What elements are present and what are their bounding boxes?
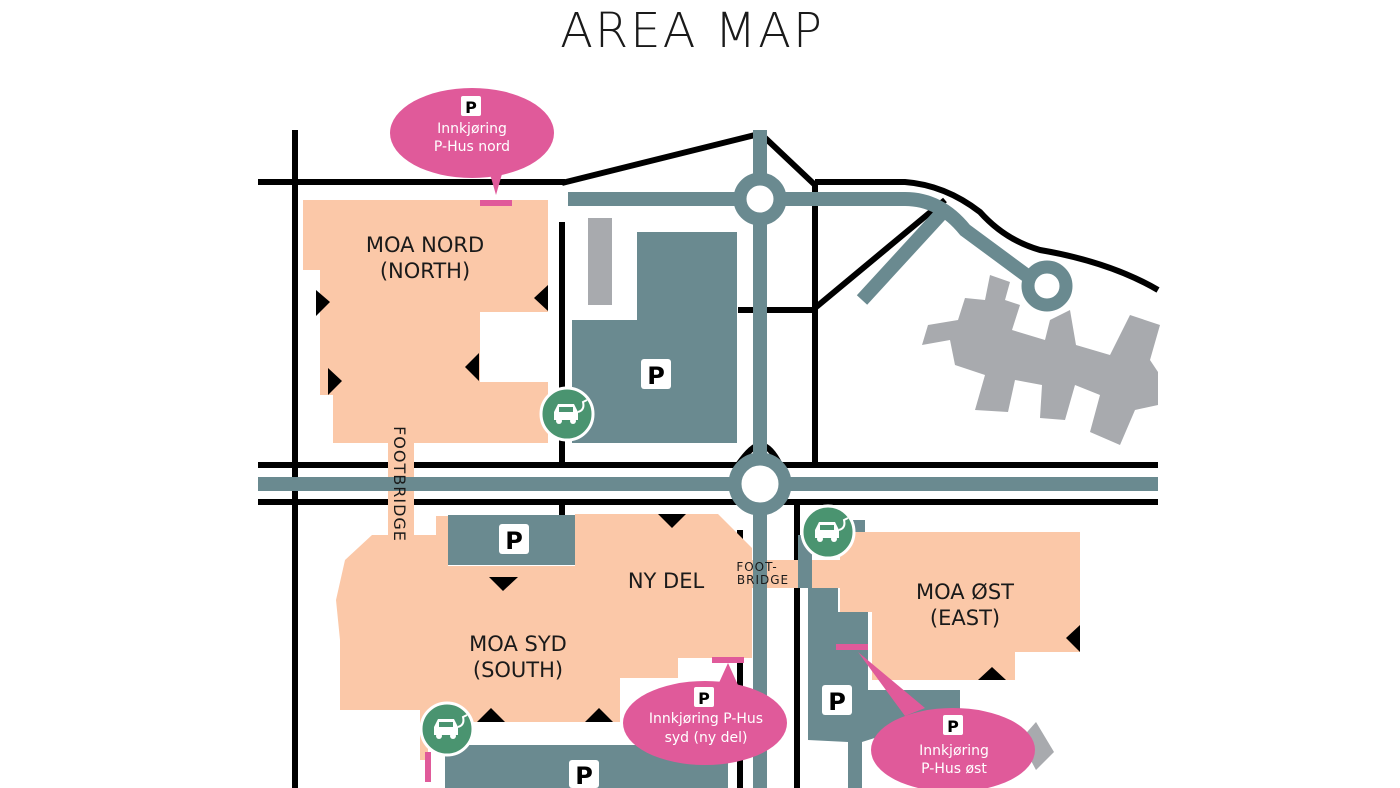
moa-syd-label: MOA SYD <box>469 632 567 656</box>
entry-marker-nord <box>480 200 512 206</box>
svg-text:P: P <box>465 98 477 117</box>
callout-syd-line1: Innkjøring P-Hus <box>649 711 763 727</box>
entry-marker-syd-lower <box>425 752 431 782</box>
building-moa-ost <box>840 532 1080 680</box>
callout-p-hus-nord[interactable]: P Innkjøring P-Hus nord <box>390 88 554 195</box>
svg-text:P: P <box>698 689 710 708</box>
roundabouts <box>728 172 1073 516</box>
svg-text:P: P <box>947 717 959 736</box>
parking-sign-icon[interactable]: P <box>499 524 529 555</box>
callout-nord-line1: Innkjøring <box>437 121 507 137</box>
moa-ost-label: MOA ØST <box>916 580 1014 604</box>
svg-text:P: P <box>575 762 593 788</box>
parking-sign-icon <box>694 687 714 707</box>
svg-text:P: P <box>505 527 523 555</box>
hotel-annex <box>588 218 612 305</box>
callout-p-hus-syd[interactable]: P Innkjøring P-Hus syd (ny del) <box>623 663 787 765</box>
moa-nord-sublabel: (NORTH) <box>380 259 470 283</box>
ev-charging-car-icon[interactable] <box>419 701 475 757</box>
entrance-triangle-icon <box>316 285 1080 722</box>
moa-nord-label: MOA NORD <box>366 233 484 257</box>
callout-ost-line2: P-Hus øst <box>921 761 987 777</box>
building-moa-nord <box>303 200 548 443</box>
parking-sign-icon <box>943 715 963 735</box>
hotel-building <box>922 275 1160 445</box>
parking-sign-icon[interactable]: P <box>641 359 671 390</box>
callout-nord-line2: P-Hus nord <box>434 139 510 155</box>
footbridge-horizontal-label-2: BRIDGE <box>737 573 789 587</box>
moa-ost-sublabel: (EAST) <box>930 606 1000 630</box>
footbridge-vertical-label: FOOTBRIDGE <box>390 426 409 542</box>
callout-p-hus-ost[interactable]: P Innkjøring P-Hus øst <box>858 652 1035 788</box>
page-title: AREA MAP <box>560 3 824 59</box>
svg-text:P: P <box>828 688 846 716</box>
svg-text:P: P <box>647 362 665 390</box>
callout-ost-line1: Innkjøring <box>919 743 989 759</box>
parking-sign-icon[interactable]: P <box>822 685 852 716</box>
footbridge-horizontal-label-1: FOOT- <box>736 560 777 574</box>
ny-del-label: NY DEL <box>628 569 705 593</box>
moa-syd-sublabel: (SOUTH) <box>473 658 563 682</box>
entry-marker-syd <box>712 657 744 663</box>
building-moa-syd <box>336 514 752 760</box>
entry-marker-ost <box>836 644 868 650</box>
ev-charging-car-icon[interactable] <box>800 504 856 560</box>
parking-sign-icon <box>461 96 481 116</box>
callout-syd-line2: syd (ny del) <box>665 730 748 746</box>
ev-charging-car-icon[interactable] <box>539 386 595 442</box>
parking-sign-icon[interactable]: P <box>569 760 599 788</box>
